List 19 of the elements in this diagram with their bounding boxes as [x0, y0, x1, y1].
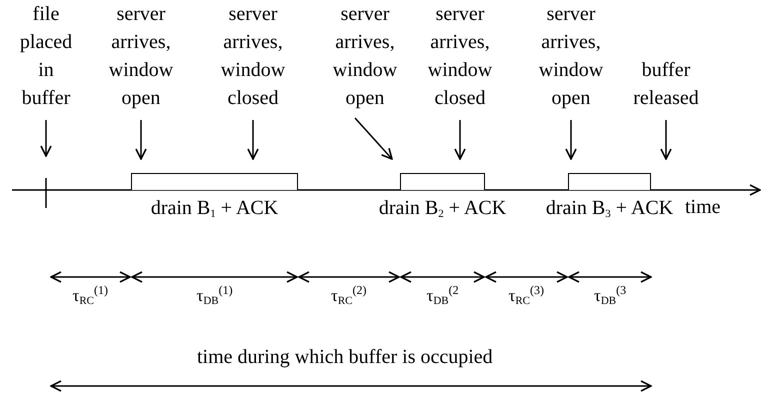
event-label: file placed in buffer	[16, 0, 76, 112]
event-label: server arrives, window closed	[420, 0, 500, 112]
interval-label: drain B$_{3}$ + ACK	[544, 196, 674, 222]
arrow	[40, 120, 52, 157]
interval-label: drain B$_{2}$ + ACK	[378, 196, 508, 222]
event-label: server arrives, window open	[325, 0, 405, 112]
arrow	[247, 120, 259, 160]
arrow	[660, 120, 672, 160]
arrow	[135, 120, 147, 160]
arrow	[565, 120, 577, 160]
arrow	[454, 120, 466, 160]
event-label: server arrives, window open	[531, 0, 611, 112]
interval-label: drain B$_{1}$ + ACK	[150, 196, 280, 222]
event-label: buffer released	[626, 56, 706, 112]
dimension-label: time during which buffer is occupied	[197, 346, 493, 369]
event-label: server arrives, window open	[101, 0, 181, 112]
event-label: server arrives, window closed	[213, 0, 293, 112]
axis-label: time	[685, 196, 721, 219]
arrow	[354, 118, 393, 160]
